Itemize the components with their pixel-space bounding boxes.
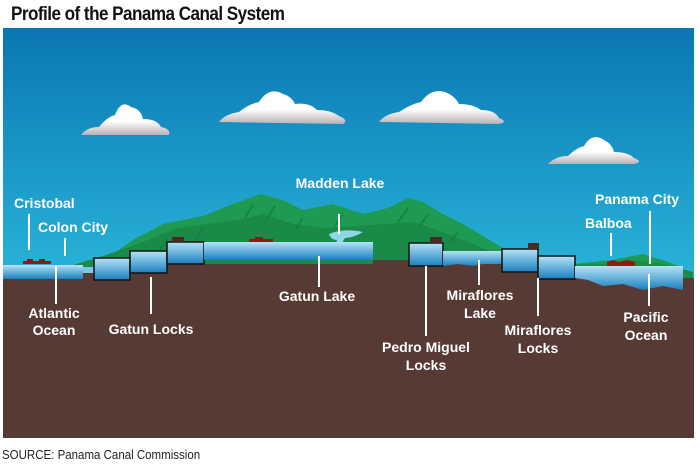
label-atlantic-ocean-line1: Atlantic xyxy=(28,305,80,321)
lock-house xyxy=(172,237,184,242)
label-gatun-lake: Gatun Lake xyxy=(279,288,355,304)
label-madden-lake: Madden Lake xyxy=(296,175,385,191)
label-miraflores-lake-line2: Lake xyxy=(464,305,496,321)
atlantic-channel xyxy=(83,267,95,273)
label-atlantic-ocean-line2: Ocean xyxy=(33,322,76,338)
label-balboa: Balboa xyxy=(585,215,632,231)
label-colon-city: Colon City xyxy=(38,219,108,235)
pedro-miguel-lock xyxy=(408,242,444,267)
lock-house xyxy=(430,237,442,243)
leader-lines xyxy=(28,211,651,336)
cloud xyxy=(81,104,170,135)
gatun-lock-1 xyxy=(93,257,131,281)
cloud xyxy=(219,91,346,124)
source-credit: SOURCE: Panama Canal Commission xyxy=(2,448,201,462)
label-miraflores-locks-line2: Locks xyxy=(518,340,559,356)
miraflores-lock-1 xyxy=(501,248,539,273)
label-cristobal: Cristobal xyxy=(14,195,75,211)
cloud xyxy=(548,137,639,164)
gatun-lake xyxy=(204,242,373,260)
label-panama-city: Panama City xyxy=(595,191,679,207)
gatun-lock-2 xyxy=(129,250,168,274)
label-miraflores-lake-line1: Miraflores xyxy=(447,287,514,303)
balboa-city-icon xyxy=(607,260,635,266)
label-miraflores-locks-line1: Miraflores xyxy=(505,322,572,338)
cloud xyxy=(379,91,504,124)
label-gatun-locks: Gatun Locks xyxy=(109,321,194,337)
cristobal-city-icon xyxy=(23,259,51,264)
miraflores-lake xyxy=(443,251,502,266)
atlantic-water xyxy=(3,265,83,279)
pacific-water xyxy=(575,266,683,290)
label-pedro-miguel-line2: Locks xyxy=(406,357,447,373)
miraflores-lock-2 xyxy=(537,255,576,280)
diagram-title: Profile of the Panama Canal System xyxy=(11,4,285,25)
label-pacific-ocean-line1: Pacific xyxy=(623,309,668,325)
label-pacific-ocean-line2: Ocean xyxy=(625,327,668,343)
ground xyxy=(3,260,694,438)
label-pedro-miguel-line1: Pedro Miguel xyxy=(382,339,470,355)
gatun-lock-3 xyxy=(166,241,205,265)
canal-profile-scene: Cristobal Colon City Atlantic Ocean Gatu… xyxy=(3,28,694,438)
lock-house xyxy=(528,243,539,249)
ship-icon xyxy=(249,237,273,242)
